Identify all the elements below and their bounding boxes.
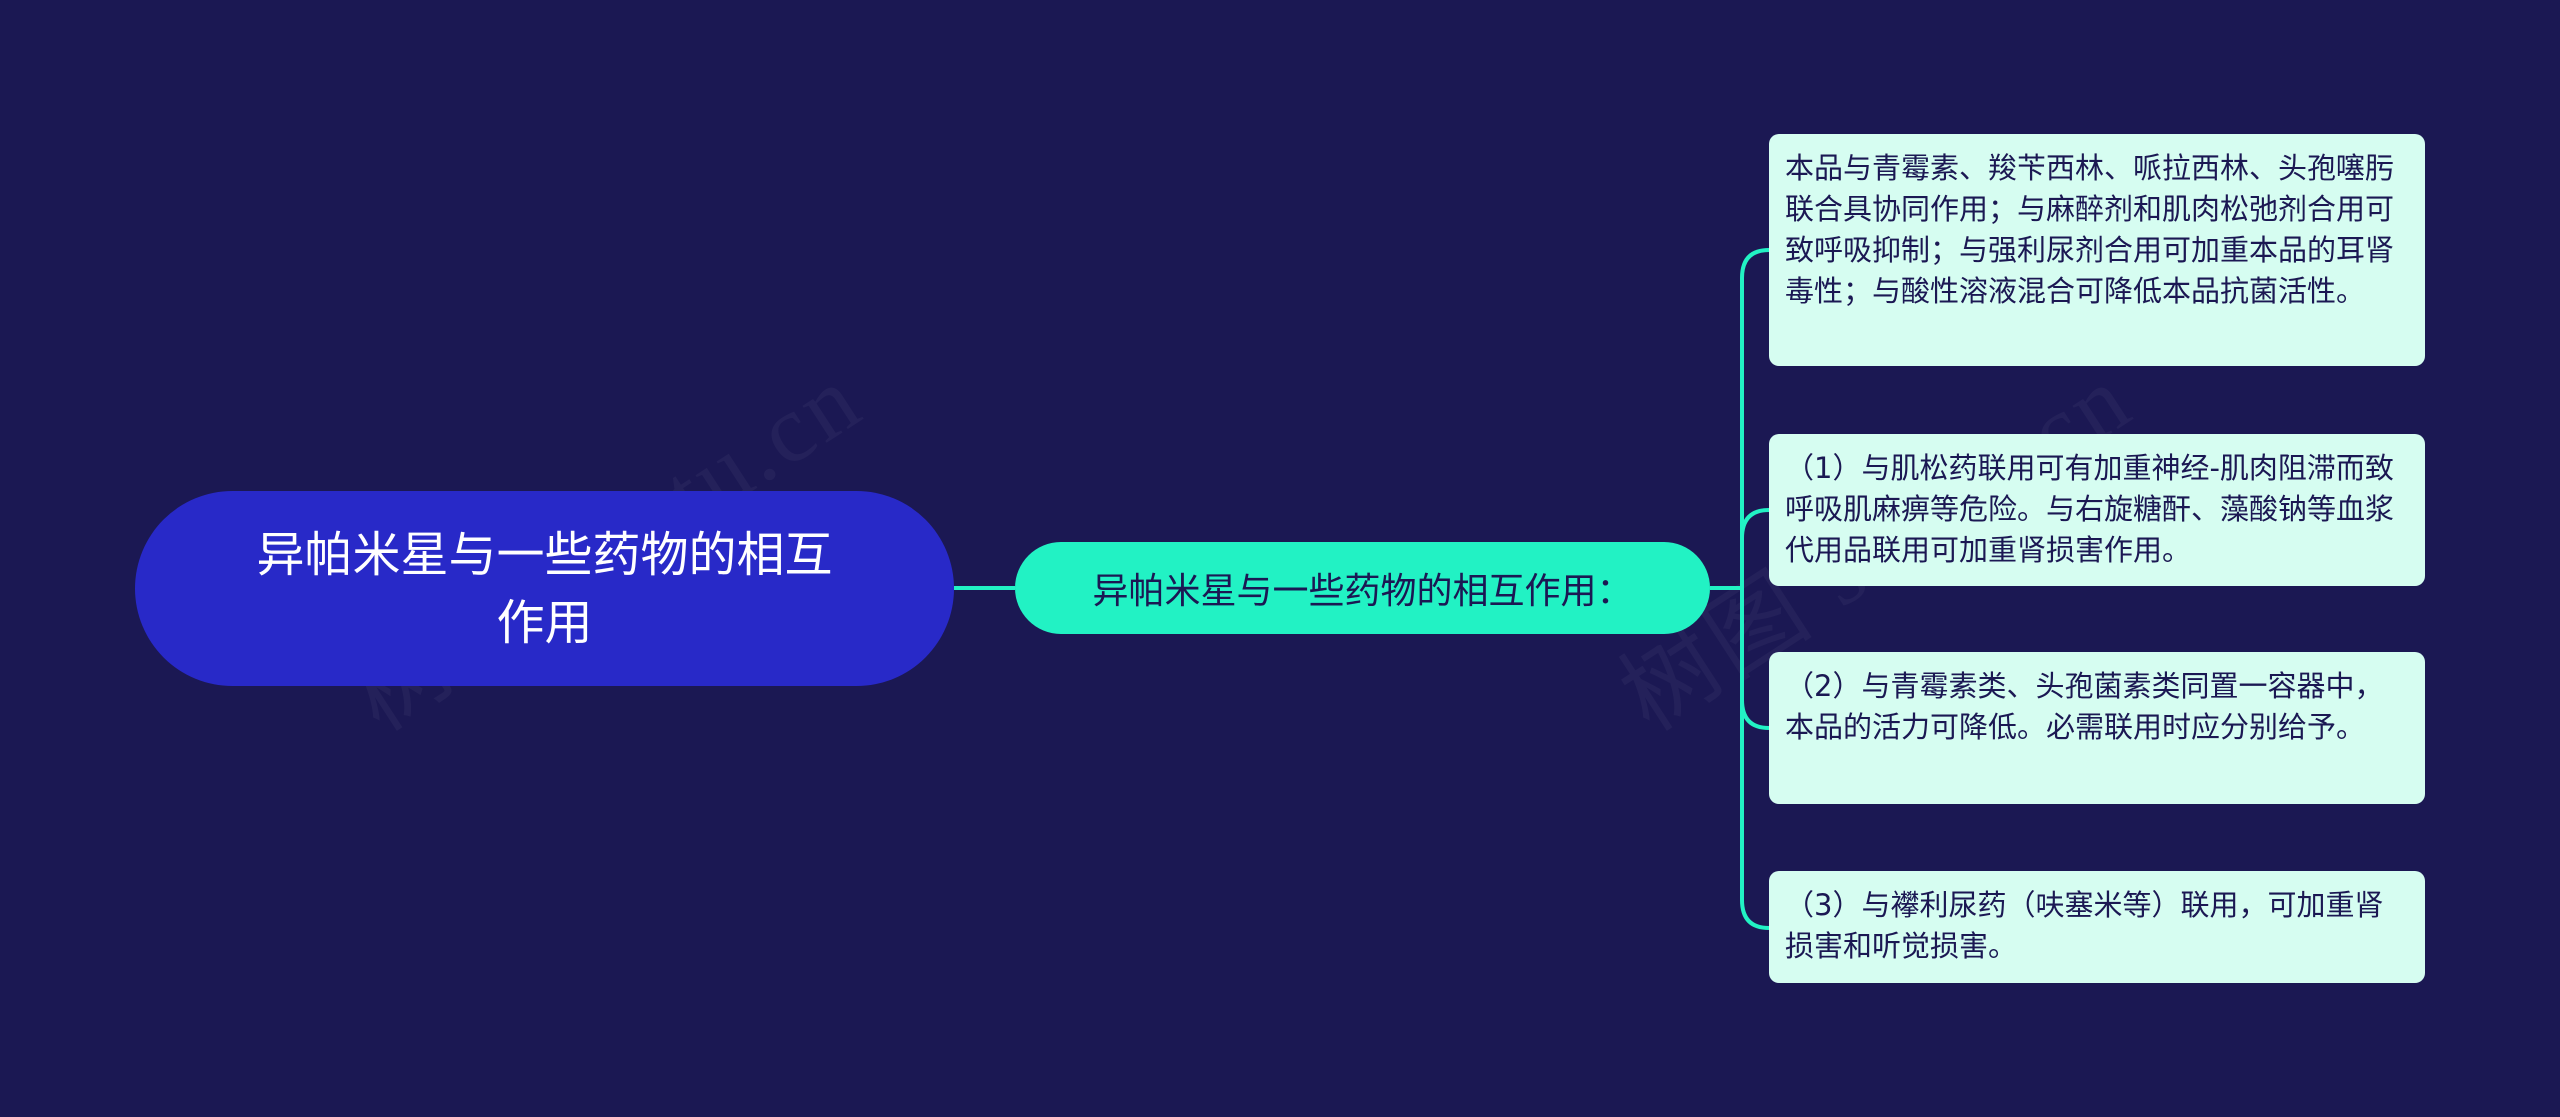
leaf-node-text: 本品与青霉素、羧苄西林、哌拉西林、头孢噻肟联合具协同作用；与麻醉剂和肌肉松弛剂合… [1785,151,2395,308]
leaf-node[interactable]: （3）与襻利尿药（呋塞米等）联用，可加重肾损害和听觉损害。 [1769,871,2425,983]
leaf-1-connector [1740,248,1770,588]
topic-node[interactable]: 异帕米星与一些药物的相互作用： [1015,542,1710,634]
leaf-node-text: （1）与肌松药联用可有加重神经-肌肉阻滞而致呼吸肌麻痹等危险。与右旋糖酐、藻酸钠… [1785,451,2395,567]
leaf-2-connector [1740,508,1770,588]
leaf-node[interactable]: （1）与肌松药联用可有加重神经-肌肉阻滞而致呼吸肌麻痹等危险。与右旋糖酐、藻酸钠… [1769,434,2425,586]
root-node-label: 异帕米星与一些药物的相互作用 [256,526,833,651]
root-node[interactable]: 异帕米星与一些药物的相互作用 [135,491,954,686]
leaf-4-connector [1740,588,1770,930]
topic-node-label: 异帕米星与一些药物的相互作用： [1092,571,1633,612]
leaf-node-text: （2）与青霉素类、头孢菌素类同置一容器中，本品的活力可降低。必需联用时应分别给予… [1785,669,2384,744]
leaf-3-connector [1740,588,1770,730]
leaf-node[interactable]: 本品与青霉素、羧苄西林、哌拉西林、头孢噻肟联合具协同作用；与麻醉剂和肌肉松弛剂合… [1769,134,2425,366]
leaf-node-text: （3）与襻利尿药（呋塞米等）联用，可加重肾损害和听觉损害。 [1785,888,2384,963]
leaf-node[interactable]: （2）与青霉素类、头孢菌素类同置一容器中，本品的活力可降低。必需联用时应分别给予… [1769,652,2425,804]
